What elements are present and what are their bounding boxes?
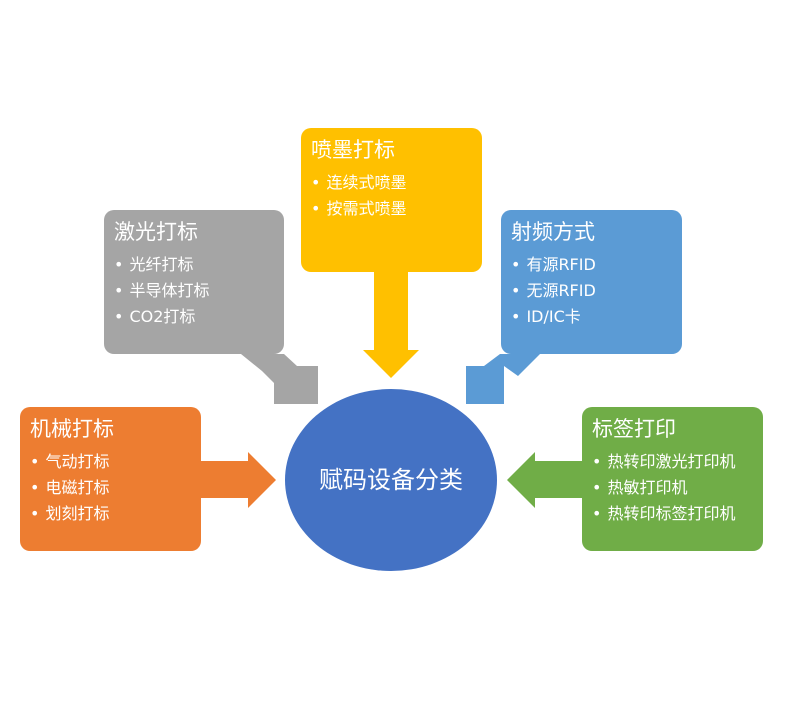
arrow-mech-to-center [201, 452, 276, 508]
node-title: 射频方式 [511, 220, 595, 244]
node-item: 半导体打标 [114, 278, 274, 304]
node-item: 热转印标签打印机 [592, 501, 753, 527]
node-item-list: 热转印激光打印机 热敏打印机 热转印标签打印机 [592, 449, 753, 527]
node-item: 无源RFID [511, 278, 672, 304]
node-item-list: 光纤打标 半导体打标 CO2打标 [114, 252, 274, 330]
node-item: 气动打标 [30, 449, 191, 475]
node-item: 光纤打标 [114, 252, 274, 278]
node-label-printing: 标签打印 热转印激光打印机 热敏打印机 热转印标签打印机 [582, 407, 763, 551]
node-laser-marking: 激光打标 光纤打标 半导体打标 CO2打标 [104, 210, 284, 354]
node-inkjet-marking: 喷墨打标 连续式喷墨 按需式喷墨 [301, 128, 482, 272]
arrow-rfid-to-center [466, 354, 540, 404]
node-item: 电磁打标 [30, 475, 191, 501]
node-item: 划刻打标 [30, 501, 191, 527]
node-title: 标签打印 [592, 417, 676, 441]
node-item-list: 有源RFID 无源RFID ID/IC卡 [511, 252, 672, 330]
node-item-list: 连续式喷墨 按需式喷墨 [311, 170, 472, 222]
arrow-inkjet-to-center [363, 272, 419, 378]
node-item: ID/IC卡 [511, 304, 672, 330]
arrow-label-to-center [507, 452, 582, 508]
node-mechanical-marking: 机械打标 气动打标 电磁打标 划刻打标 [20, 407, 201, 551]
node-item: 有源RFID [511, 252, 672, 278]
node-title: 喷墨打标 [311, 138, 395, 162]
node-item: CO2打标 [114, 304, 274, 330]
arrow-laser-to-center [241, 354, 318, 404]
node-item: 连续式喷墨 [311, 170, 472, 196]
node-item: 热转印激光打印机 [592, 449, 753, 475]
center-node: 赋码设备分类 [285, 389, 497, 571]
node-item-list: 气动打标 电磁打标 划刻打标 [30, 449, 191, 527]
node-title: 激光打标 [114, 220, 198, 244]
node-rfid: 射频方式 有源RFID 无源RFID ID/IC卡 [501, 210, 682, 354]
node-item: 热敏打印机 [592, 475, 753, 501]
node-item: 按需式喷墨 [311, 196, 472, 222]
node-title: 机械打标 [30, 417, 114, 441]
center-label: 赋码设备分类 [319, 466, 463, 494]
